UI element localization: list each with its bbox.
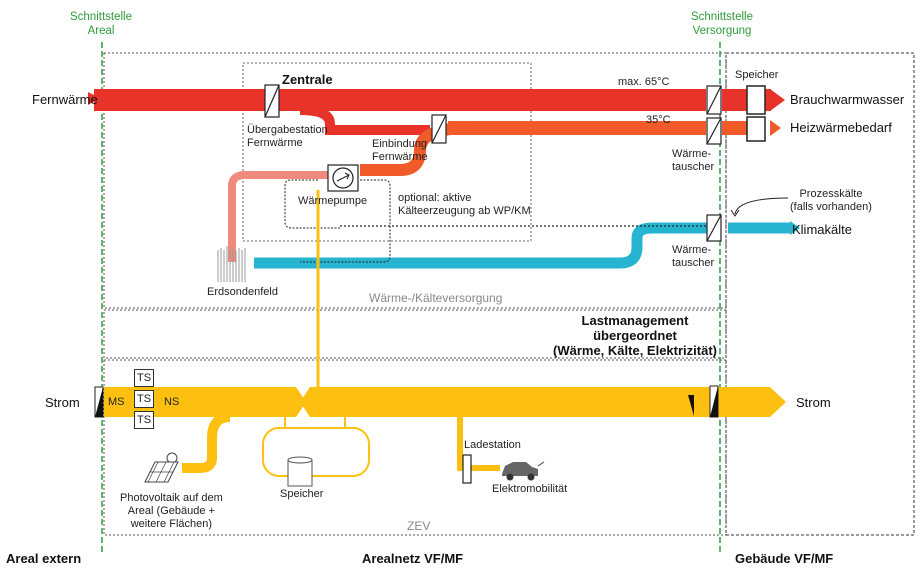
- prozesskaelte-connector: [734, 197, 789, 215]
- brauchwarmwasser-arrowhead: [770, 89, 785, 111]
- temp-max-label: max. 65°C: [618, 76, 670, 88]
- klimakaelte-label: Klimakälte: [792, 222, 852, 237]
- prozesskaelte-label: Prozesskälte (falls vorhanden): [790, 188, 872, 213]
- ev-flow: [457, 417, 500, 471]
- ladestation-symbol: [462, 454, 472, 484]
- uebergabestation-label: Übergabestation Fernwärme: [247, 124, 328, 149]
- erdsonden-symbol: [217, 246, 246, 282]
- building-meter-symbol-1: [688, 395, 694, 416]
- einbindung-label: Einbindung Fernwärme: [372, 138, 428, 163]
- waermetauscher-label-2: Wärme- tauscher: [672, 244, 715, 269]
- pv-flow: [182, 412, 231, 473]
- heizwaermebedarf-label: Heizwärmebedarf: [790, 120, 892, 135]
- zev-label: ZEV: [407, 519, 431, 533]
- speicher-tank-2: [746, 116, 766, 142]
- elektromobilitaet-label: Elektromobilität: [492, 483, 568, 495]
- waermepumpe-label: Wärmepumpe: [298, 195, 368, 207]
- wp-loop-right: [300, 179, 391, 263]
- uebergabestation-symbol: [264, 84, 280, 118]
- heizwaerme-band: [722, 121, 747, 135]
- waermetauscher-heizung-symbol: [706, 117, 722, 145]
- waermetauscher-brauchwasser-symbol: [706, 85, 722, 115]
- ns-label: NS: [164, 396, 180, 408]
- klimakaelte-arrowhead: [790, 221, 800, 235]
- ladestation-label: Ladestation: [464, 439, 521, 451]
- brauchwarmwasser-label: Brauchwarmwasser: [790, 92, 905, 107]
- optional-note: optional: aktive Kälteerzeugung ab WP/KM: [398, 192, 531, 217]
- ts-box-1: TS: [134, 369, 154, 387]
- building-meter-symbol-2: [709, 385, 719, 418]
- erdsondenfeld-label: Erdsondenfeld: [207, 286, 278, 298]
- cooling-flow: [254, 222, 710, 269]
- speicher-heat-label: Speicher: [735, 69, 779, 81]
- power-band-left: [104, 387, 306, 417]
- interface-label-versorgung: Schnittstelle Versorgung: [690, 11, 753, 37]
- ts-box-2: TS: [134, 390, 154, 408]
- lastmanagement-frame: [103, 309, 727, 359]
- erdsonde-flow: [228, 171, 328, 262]
- ms-label: MS: [108, 396, 125, 408]
- zone-gebaeude: Gebäude VF/MF: [735, 551, 834, 566]
- ms-transformer-symbol: [94, 386, 104, 418]
- lastmanagement-label: Lastmanagement übergeordnet (Wärme, Kält…: [553, 313, 717, 358]
- fernwaerme-label: Fernwärme: [32, 92, 98, 107]
- car-icon: [502, 461, 545, 481]
- speicher-power-label: Speicher: [280, 488, 324, 500]
- fernwaerme-band: [94, 89, 706, 111]
- waermetauscher-kaelte-symbol: [706, 214, 722, 242]
- strom-out-label: Strom: [796, 395, 831, 410]
- photovoltaik-label: Photovoltaik auf dem Areal (Gebäude + we…: [120, 492, 223, 530]
- interface-label-areal: Schnittstelle Areal: [69, 11, 132, 37]
- waermetauscher-label-1: Wärme- tauscher: [672, 148, 715, 173]
- solar-panel-icon: [144, 452, 179, 483]
- zentrale-label: Zentrale: [282, 72, 333, 87]
- wp-loop-left: [284, 179, 340, 229]
- speicher-tank-1: [746, 85, 766, 115]
- einbindung-branch: [299, 105, 430, 135]
- temp-35-label: 35°C: [646, 114, 671, 126]
- zone-arealnetz: Arealnetz VF/MF: [362, 551, 464, 566]
- battery-storage-symbol: [287, 456, 313, 487]
- power-band-right: [300, 387, 786, 417]
- heat-section-label: Wärme-/Kälteversorgung: [369, 291, 503, 305]
- heizwaerme-arrowhead: [770, 120, 781, 136]
- waermepumpe-symbol: [327, 164, 359, 192]
- zentrale-frame: [242, 62, 532, 242]
- storage-loop: [262, 427, 370, 477]
- ts-box-3: TS: [134, 411, 154, 429]
- einbindung-symbol: [431, 114, 447, 144]
- brauchwarmwasser-band: [722, 89, 747, 111]
- zone-areal-extern: Areal extern: [6, 551, 82, 566]
- strom-in-label: Strom: [45, 395, 80, 410]
